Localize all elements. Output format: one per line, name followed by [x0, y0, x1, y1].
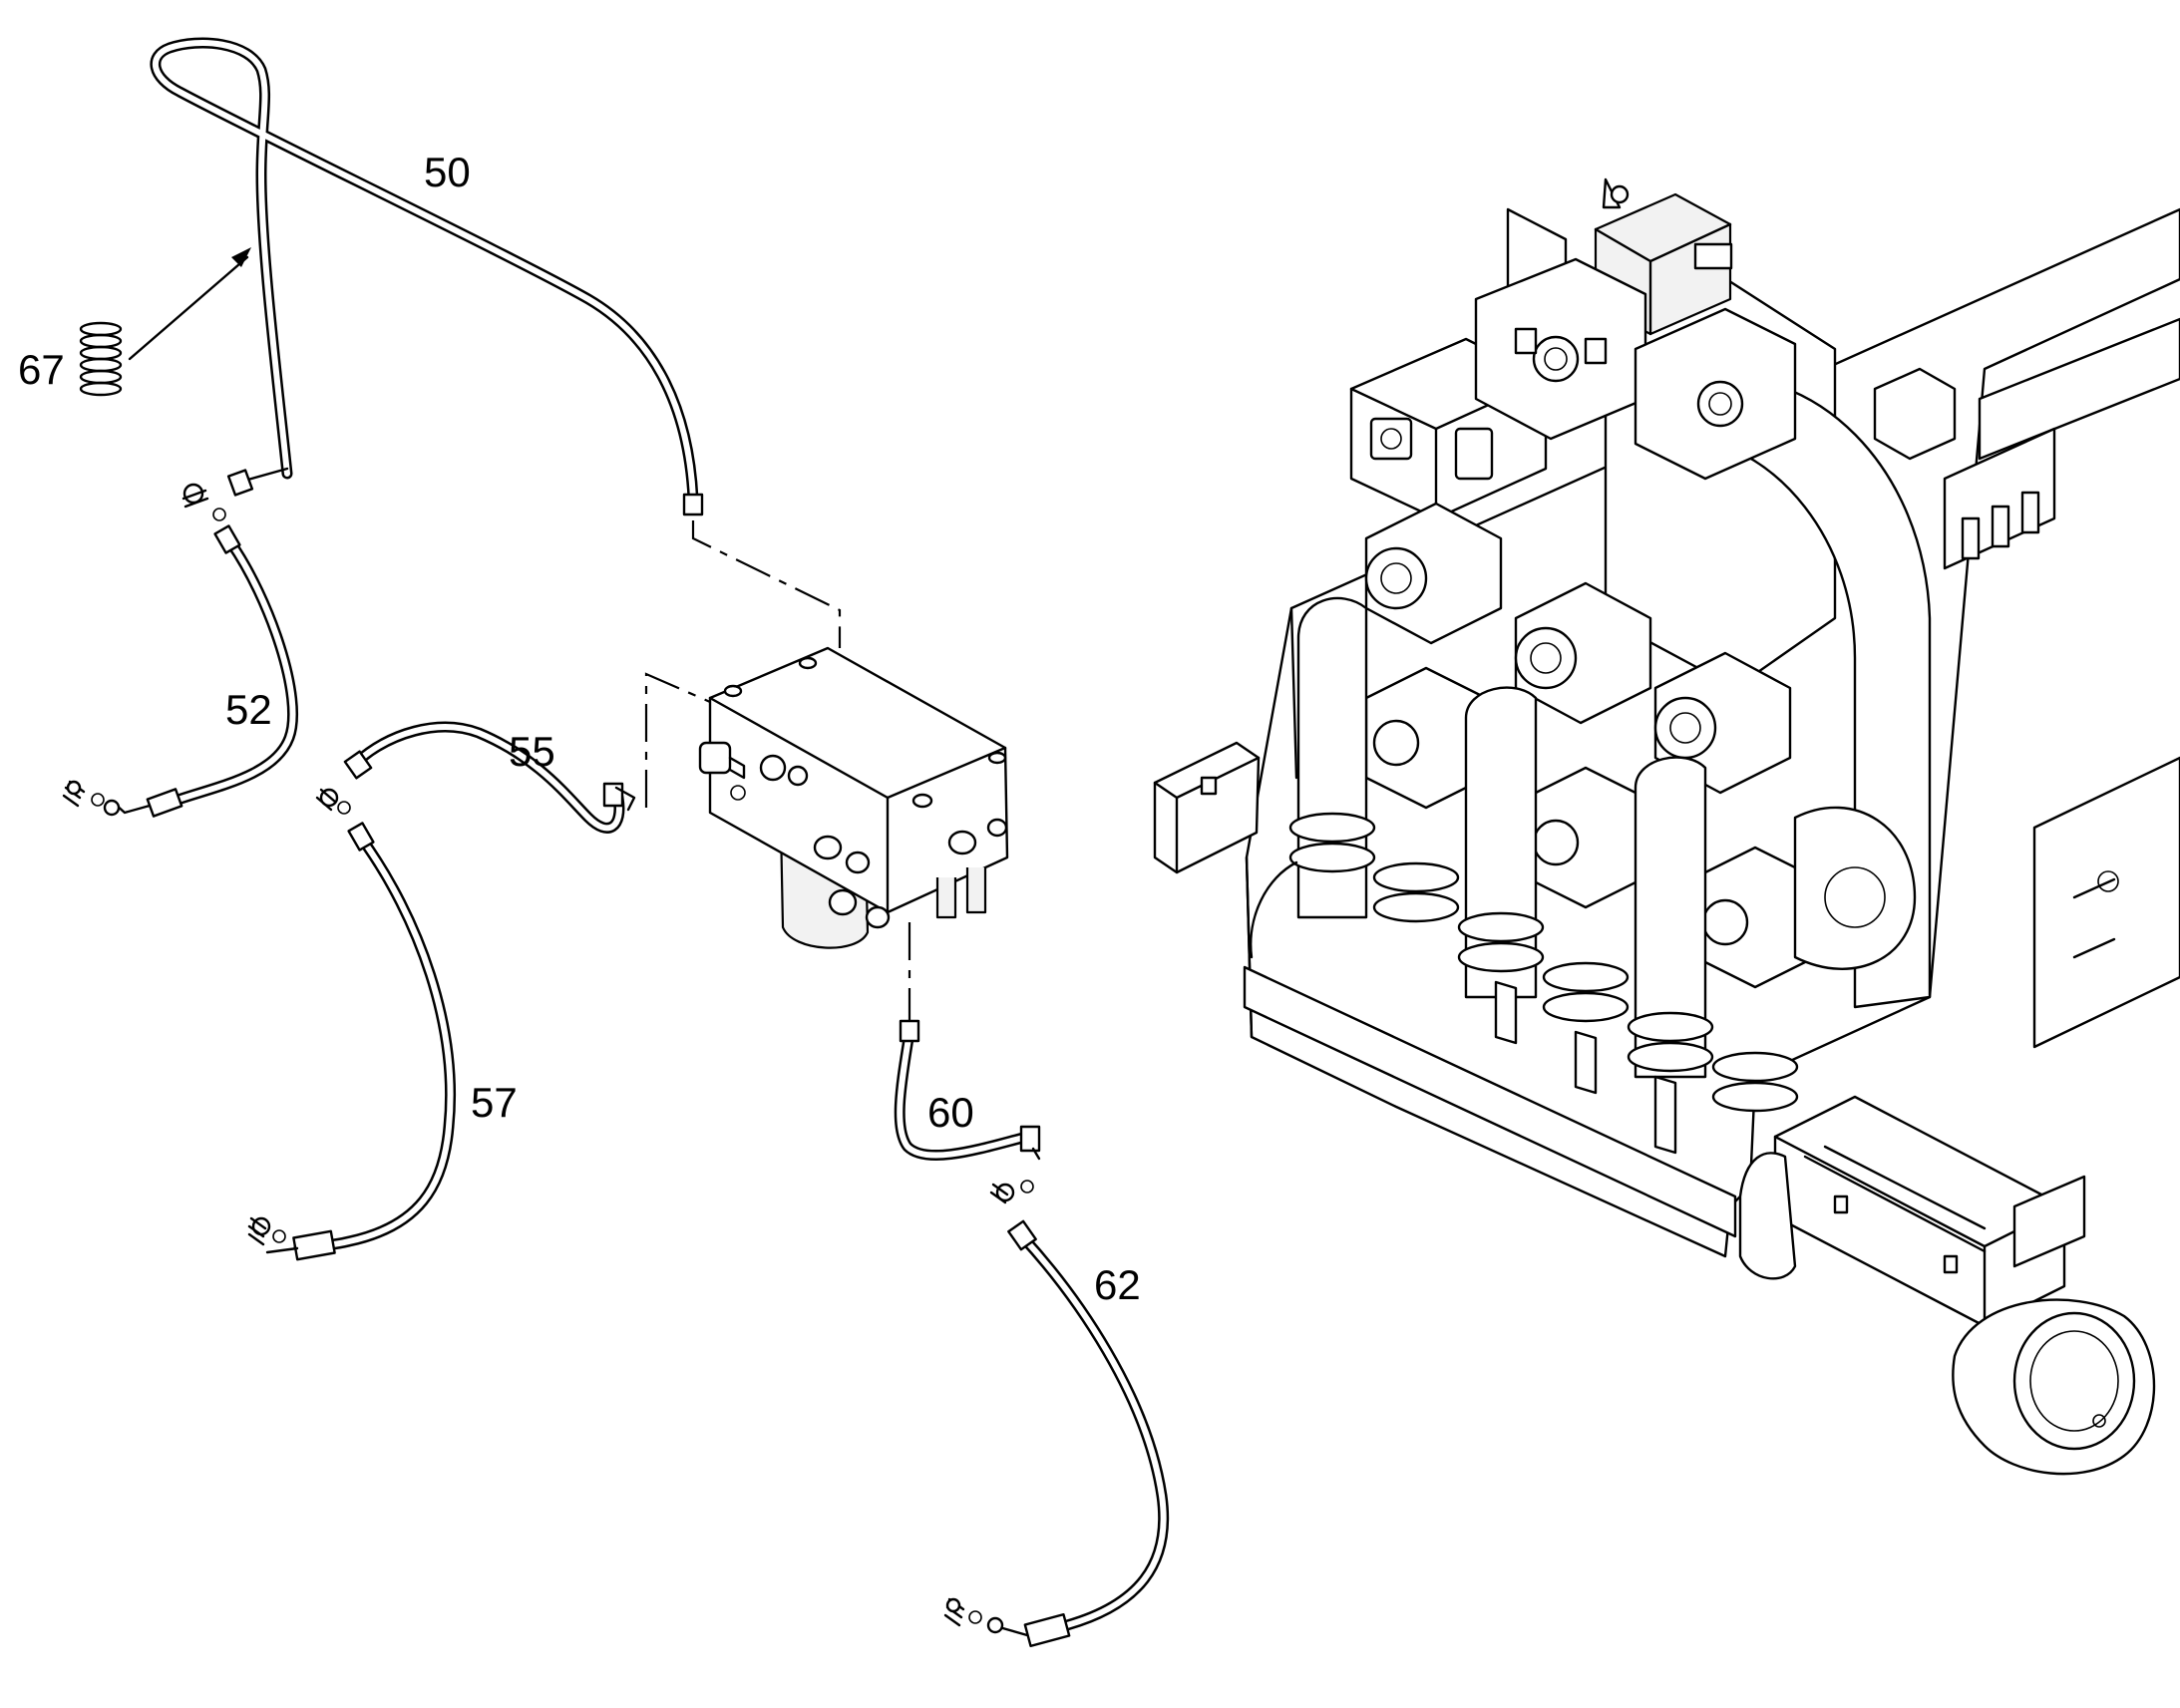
- hose-57: [247, 822, 457, 1261]
- callout-labels: 50 52 55 57 60 62 67: [18, 149, 1141, 1308]
- connection-lines: [644, 520, 911, 1021]
- callout-50: 50: [424, 149, 471, 195]
- spring-guard-67: [79, 247, 251, 397]
- callout-52: 52: [225, 686, 272, 733]
- valve-block: [698, 646, 1009, 949]
- callout-67: 67: [18, 346, 65, 393]
- callout-60: 60: [927, 1089, 974, 1136]
- hose-52: [62, 524, 298, 818]
- spring-icon: [79, 321, 123, 397]
- hose-50: [150, 37, 704, 521]
- callout-55: 55: [509, 728, 555, 775]
- machine-assembly: [1153, 177, 2180, 1476]
- callout-62: 62: [1094, 1261, 1141, 1308]
- hose-60: [894, 1019, 1041, 1204]
- arrow-icon: [128, 247, 251, 361]
- callout-57: 57: [471, 1079, 518, 1126]
- hose-62: [943, 1219, 1170, 1648]
- hose-55: [315, 721, 636, 834]
